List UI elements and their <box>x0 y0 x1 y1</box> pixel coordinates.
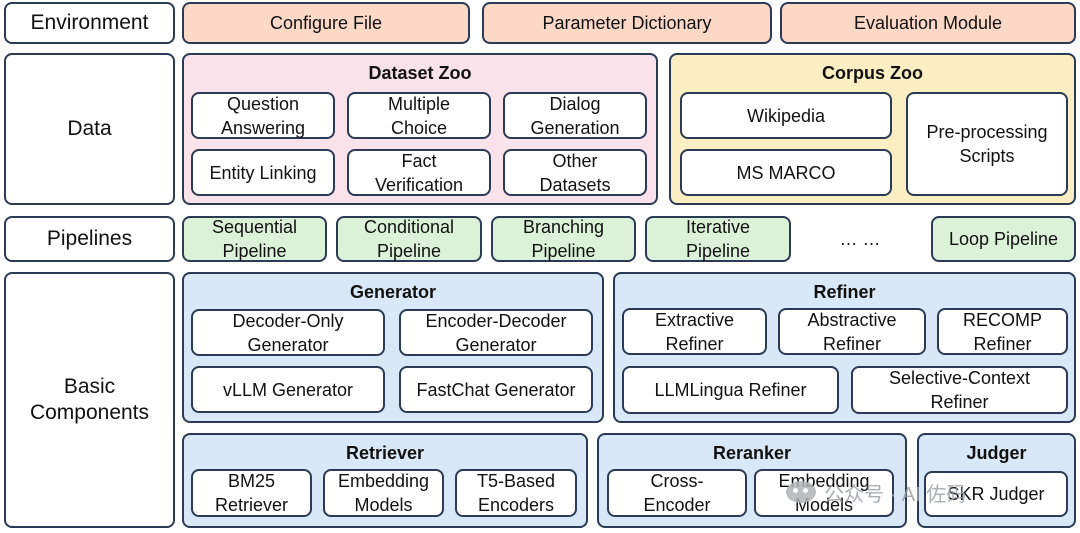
generator-vllm: vLLM Generator <box>191 366 385 413</box>
dataset-multiple-choice: Multiple Choice <box>347 92 491 139</box>
row-label-pipelines: Pipelines <box>4 216 175 262</box>
reranker-embedding-models: Embedding Models <box>754 469 894 517</box>
pipeline-iterative: Iterative Pipeline <box>645 216 791 262</box>
corpus-zoo-title: Corpus Zoo <box>822 63 923 83</box>
configure-file-box: Configure File <box>182 2 470 44</box>
pipeline-sequential: Sequential Pipeline <box>182 216 327 262</box>
pipeline-ellipsis: … … <box>839 228 881 249</box>
reranker-cross-encoder: Cross- Encoder <box>607 469 747 517</box>
dataset-fact-verification: Fact Verification <box>347 149 491 196</box>
row-label-data: Data <box>4 53 175 205</box>
watermark-text: 公众号 · AI 佐码 <box>824 483 967 506</box>
dataset-other-datasets: Other Datasets <box>503 149 647 196</box>
judger-title: Judger <box>966 443 1027 463</box>
retriever-bm25: BM25 Retriever <box>191 469 312 517</box>
pipeline-conditional: Conditional Pipeline <box>336 216 482 262</box>
dataset-entity-linking: Entity Linking <box>191 149 335 196</box>
retriever-title: Retriever <box>345 443 425 463</box>
refiner-extractive: Extractive Refiner <box>622 308 767 355</box>
corpus-ms-marco: MS MARCO <box>680 149 892 196</box>
retriever-t5-based-encoders: T5-Based Encoders <box>455 469 577 517</box>
corpus-preprocessing-scripts: Pre-processing Scripts <box>906 92 1068 196</box>
row-label-basic-components: Basic Components <box>4 272 175 528</box>
generator-title: Generator <box>349 282 437 302</box>
refiner-selective-context: Selective-Context Refiner <box>851 366 1068 414</box>
evaluation-module-box: Evaluation Module <box>780 2 1076 44</box>
parameter-dictionary-box: Parameter Dictionary <box>482 2 772 44</box>
reranker-title: Reranker <box>712 443 792 463</box>
refiner-abstractive: Abstractive Refiner <box>778 308 926 355</box>
pipeline-loop: Loop Pipeline <box>931 216 1076 262</box>
watermark: 公众号 · AI 佐码 <box>786 472 1048 512</box>
pipeline-branching: Branching Pipeline <box>491 216 636 262</box>
retriever-embedding-models: Embedding Models <box>323 469 444 517</box>
row-label-environment: Environment <box>4 2 175 44</box>
wechat-icon <box>786 481 816 503</box>
dataset-dialog-generation: Dialog Generation <box>503 92 647 139</box>
corpus-wikipedia: Wikipedia <box>680 92 892 139</box>
refiner-llmlingua: LLMLingua Refiner <box>622 366 839 414</box>
generator-encoder-decoder: Encoder-Decoder Generator <box>399 309 593 356</box>
dataset-zoo-title: Dataset Zoo <box>368 63 472 83</box>
generator-decoder-only: Decoder-Only Generator <box>191 309 385 356</box>
dataset-question-answering: Question Answering <box>191 92 335 139</box>
judger-skr: SKR Judger <box>924 471 1068 517</box>
refiner-recomp: RECOMP Refiner <box>937 308 1068 355</box>
refiner-title: Refiner <box>813 282 876 302</box>
generator-fastchat: FastChat Generator <box>399 366 593 413</box>
